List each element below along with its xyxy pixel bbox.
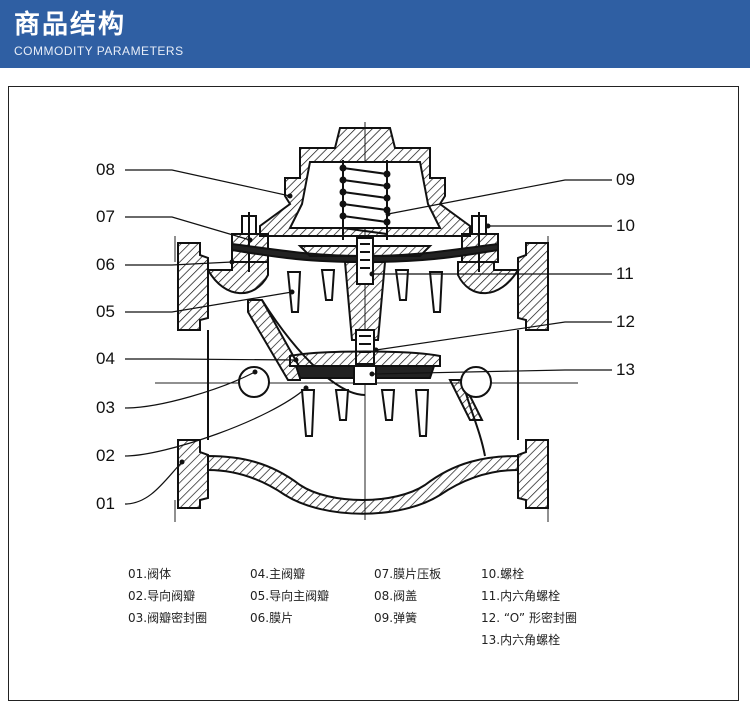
main-valve-disc xyxy=(289,350,441,385)
callout-05: 05 xyxy=(96,302,115,321)
page-subtitle: COMMODITY PARAMETERS xyxy=(14,44,184,58)
callout-07: 07 xyxy=(96,207,115,226)
callout-06: 06 xyxy=(96,255,115,274)
callout-10: 10 xyxy=(616,216,635,235)
callout-09: 09 xyxy=(616,170,635,189)
guide-fins-lower xyxy=(300,389,430,437)
callout-01: 01 xyxy=(96,494,115,513)
o-ring-seats xyxy=(238,366,492,398)
page-title: 商品结构 xyxy=(14,10,127,40)
callout-12: 12 xyxy=(616,312,635,331)
callout-04: 04 xyxy=(96,349,115,368)
bolt-flange-right xyxy=(461,212,499,272)
valve-body xyxy=(177,242,549,515)
callout-leaders xyxy=(124,169,612,505)
callout-11: 11 xyxy=(616,264,634,283)
guide-fins-upper xyxy=(286,269,444,313)
callout-03: 03 xyxy=(96,398,115,417)
callout-08: 08 xyxy=(96,160,115,179)
spring xyxy=(339,160,391,240)
callout-02: 02 xyxy=(96,446,115,465)
callout-dots xyxy=(179,193,491,465)
header-bar: 商品结构 COMMODITY PARAMETERS xyxy=(0,0,750,68)
callout-13: 13 xyxy=(616,360,635,379)
